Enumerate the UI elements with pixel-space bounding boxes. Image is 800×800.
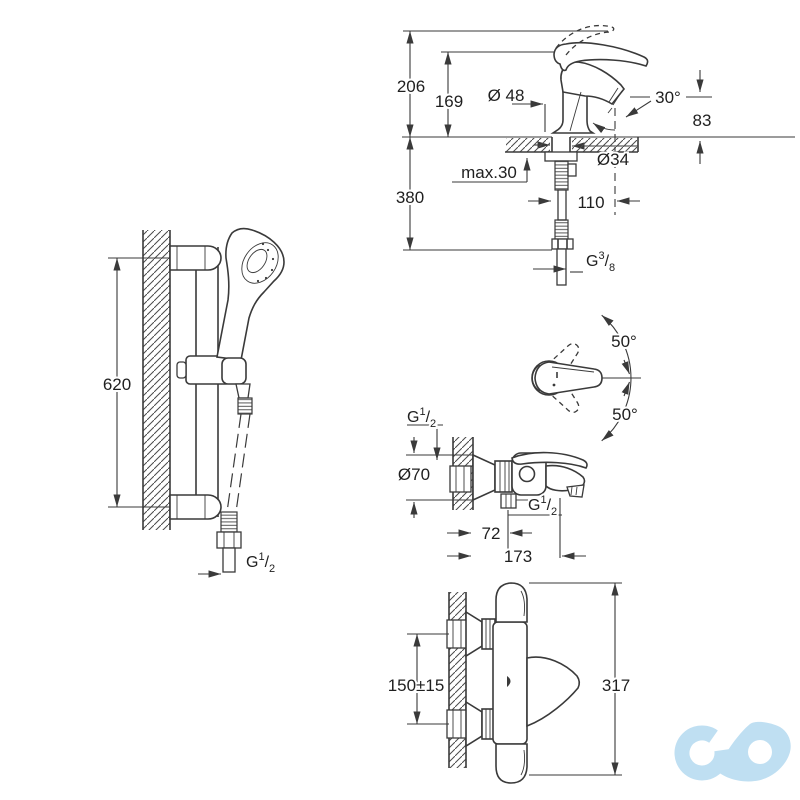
hose-end-tube <box>222 547 236 573</box>
dim-72-label: 72 <box>482 524 501 543</box>
tailpiece-and-hose <box>544 136 578 286</box>
thermostat-body-parts <box>446 582 581 784</box>
body-button <box>518 465 536 483</box>
lever-top-view <box>531 314 641 442</box>
dia-70-label: Ø70 <box>398 465 430 484</box>
aerator-marks <box>607 87 623 114</box>
thread-g38-label: G3/8 <box>586 250 615 274</box>
angle-50-top-label: 50° <box>611 332 637 351</box>
thermostat-labels: 150±15 317 <box>386 674 632 697</box>
bath-aerator <box>566 484 585 498</box>
escutcheon-cone <box>472 453 496 502</box>
bath-lower-dims <box>447 498 586 560</box>
shower-rail-drawing: 620 G1/2 <box>101 227 285 578</box>
dia-48-label: Ø 48 <box>488 86 525 105</box>
dim-169-label: 169 <box>435 92 463 111</box>
faucet-lever <box>553 41 649 72</box>
dim-150-label: 150±15 <box>388 676 445 695</box>
handshower-holder <box>221 357 247 385</box>
bottom-bracket <box>169 494 222 520</box>
lower-wall-hex <box>446 709 469 739</box>
bath-dim-lines <box>406 424 473 518</box>
dim-620-label: 620 <box>103 375 131 394</box>
thread-g12-wall-label: G1/2 <box>407 406 436 430</box>
rail-labels: 620 G1/2 <box>101 373 277 577</box>
lower-escutcheon <box>465 700 483 748</box>
slider-button <box>176 361 187 379</box>
basin-mixer-drawing: 206 169 Ø 48 30° 83 max.30 Ø34 380 110 G… <box>394 24 795 286</box>
bottom-knob <box>495 743 528 784</box>
rail-wall <box>142 230 171 530</box>
max-30-label: max.30 <box>461 163 517 182</box>
spray-face-dots <box>256 242 275 283</box>
hose-cone <box>235 383 251 399</box>
thread-g12-rail-label: G1/2 <box>246 551 275 575</box>
logo-d-shape <box>716 721 791 782</box>
basin-faucet-shape <box>505 24 649 286</box>
shower-outlet-stub <box>500 493 517 509</box>
angle-50-bottom-label: 50° <box>612 405 638 424</box>
dim-380-label: 380 <box>396 188 424 207</box>
dim-206-label: 206 <box>397 77 425 96</box>
dim-173-label: 173 <box>504 547 532 566</box>
logo-c-shape <box>674 725 730 781</box>
bath-labels: 50° 50° G1/2 Ø70 G1/2 72 173 <box>396 330 640 568</box>
counter-hatch-right <box>572 138 637 152</box>
bath-lever-side <box>511 451 588 469</box>
upper-wall-hex <box>446 619 469 649</box>
wall-union-hex <box>449 465 472 493</box>
dia-34-label: Ø34 <box>597 150 629 169</box>
thermostat-wall-hatch <box>449 592 466 768</box>
bath-spout <box>545 464 586 492</box>
angle-30-label: 30° <box>655 88 681 107</box>
front-profile-wedge <box>526 656 581 728</box>
thermostat-drawing: 150±15 317 <box>386 582 632 784</box>
basin-labels: 206 169 Ø 48 30° 83 max.30 Ø34 380 110 G… <box>394 75 714 276</box>
bath-mixer-side-view <box>406 424 588 560</box>
dim-317-label: 317 <box>602 676 630 695</box>
bath-mixer-drawing: 50° 50° G1/2 Ø70 G1/2 72 173 <box>396 314 641 568</box>
hose-line <box>235 413 251 513</box>
top-knob <box>495 582 528 623</box>
counter-hatch-left <box>506 138 550 152</box>
rail-and-brackets <box>169 245 231 520</box>
top-bracket <box>169 245 222 271</box>
handshower <box>216 227 285 573</box>
thread-g12-outlet-label: G1/2 <box>528 494 557 518</box>
hose-line <box>226 413 242 513</box>
store-logo-watermark <box>674 721 791 782</box>
profile-mark <box>507 676 511 687</box>
hose-nut <box>216 531 242 549</box>
dim-83-label: 83 <box>693 111 712 130</box>
dim-110-label: 110 <box>577 193 604 212</box>
upper-escutcheon <box>465 610 483 658</box>
rail-dimension-lines <box>108 257 170 508</box>
lever-raised-dashed-outline <box>555 24 615 56</box>
thermostat-dim-lines <box>407 582 622 776</box>
lever-blade <box>534 361 603 395</box>
